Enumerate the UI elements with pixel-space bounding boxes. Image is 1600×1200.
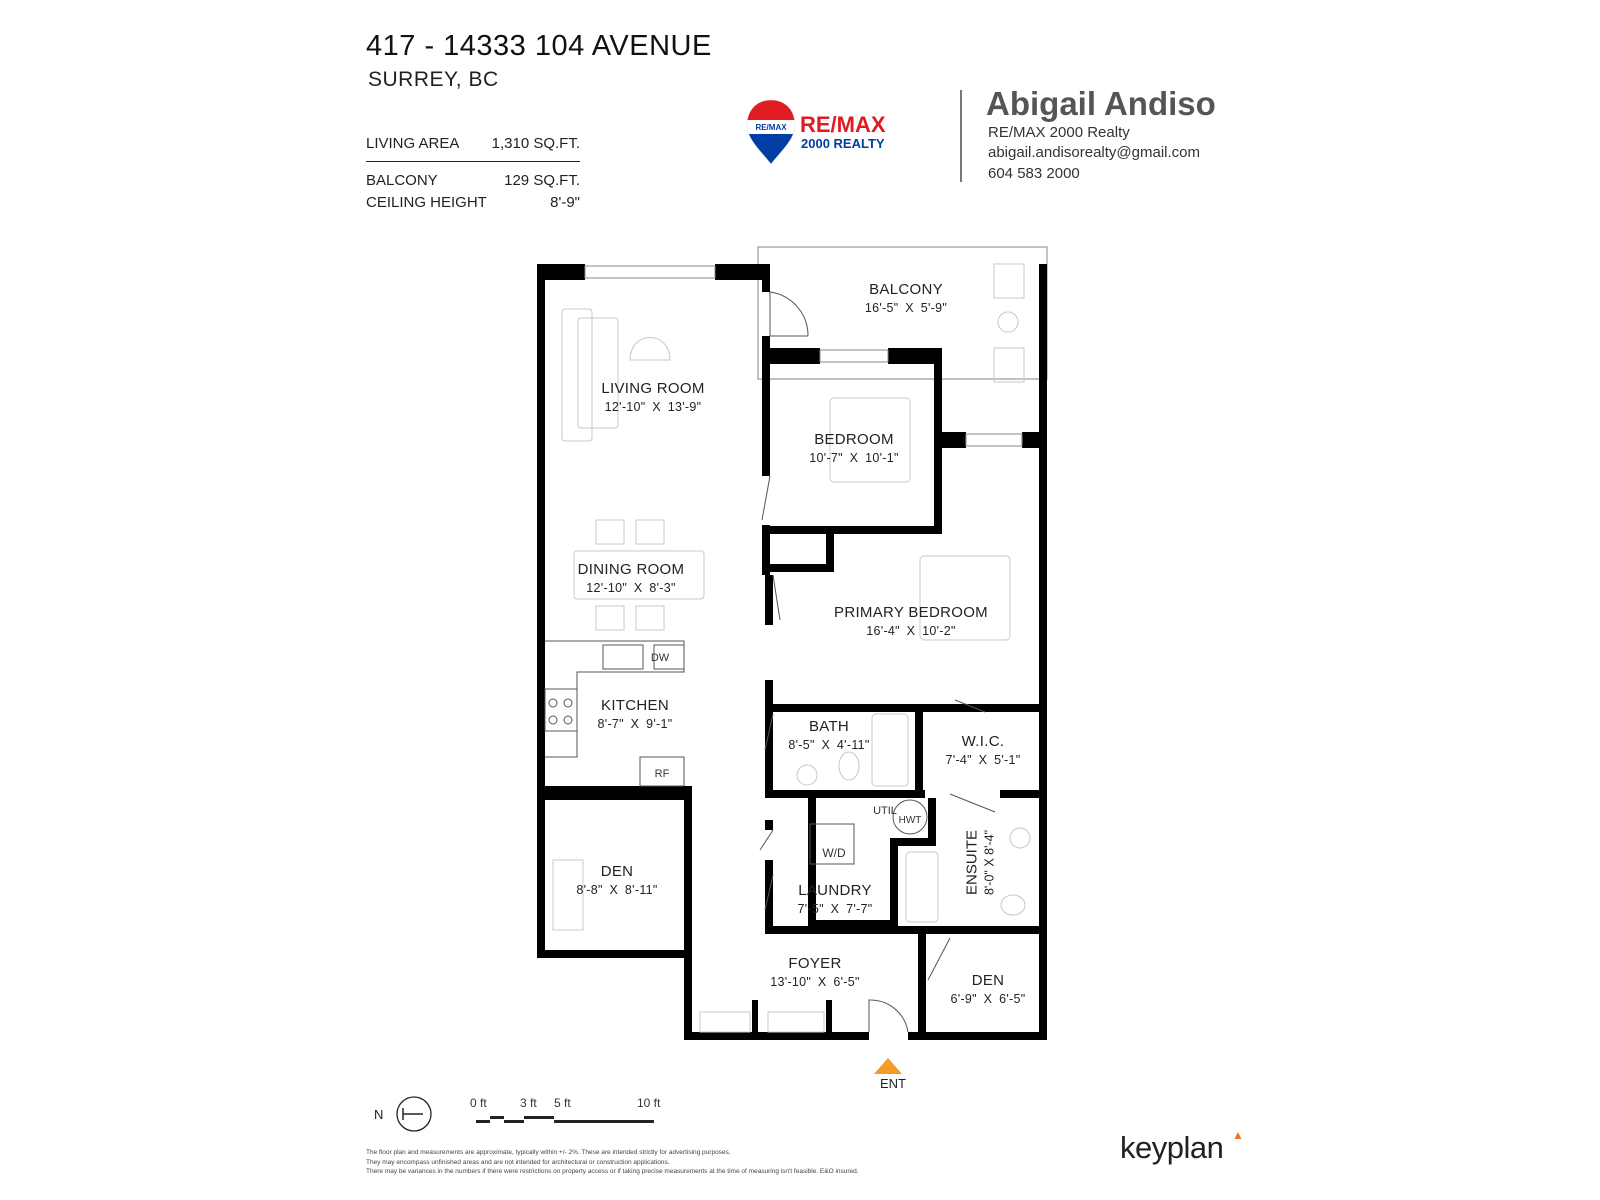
room-name: LIVING ROOM (601, 380, 705, 397)
room-dims: 12'-10" X 8'-3" (586, 581, 676, 595)
room-bath: BATH 8'-5" X 4'-11" (788, 718, 869, 752)
room-dims: 8'-5" X 4'-11" (788, 738, 870, 752)
room-name: DINING ROOM (577, 561, 685, 578)
agent-phone: 604 583 2000 (988, 165, 1080, 182)
dishwasher-label: DW (651, 652, 670, 664)
address-line-1: 417 - 14333 104 AVENUE (366, 30, 712, 62)
agent-brokerage: RE/MAX 2000 Realty (988, 124, 1130, 141)
room-foyer: FOYER 13'-10" X 6'-5" (770, 955, 859, 989)
disclaimer-line: There may be variances in the numbers if… (366, 1168, 859, 1175)
room-name: ENSUITE (963, 830, 981, 896)
furniture (552, 263, 1031, 1033)
room-dims: 8'-8" X 8'-11" (576, 883, 658, 897)
doors (759, 291, 996, 1033)
util-label: UTIL (873, 805, 897, 817)
room-name: PRIMARY BEDROOM (834, 604, 988, 621)
room-balcony: BALCONY 16'-5" X 5'-9" (865, 281, 947, 315)
agent-email: abigail.andisorealty@gmail.com (988, 144, 1200, 161)
room-den: DEN 8'-8" X 8'-11" (576, 863, 657, 897)
logo-text: RE/MAX (800, 112, 886, 137)
address-line-2: SURREY, BC (368, 68, 499, 91)
room-name: W.I.C. (961, 733, 1005, 750)
compass-icon (396, 1096, 432, 1132)
scale-bar (476, 1116, 654, 1123)
room-living: LIVING ROOM 12'-10" X 13'-9" (601, 380, 704, 414)
disclaimer: The floor plan and measurements are appr… (366, 1148, 966, 1177)
windows (584, 265, 1023, 447)
room-dims: 7'-5" X 7'-7" (797, 902, 873, 916)
room-name: DEN (971, 972, 1005, 989)
room-name: FOYER (788, 955, 842, 972)
stat-value: 8'-9" (550, 194, 580, 211)
room-bedroom: BEDROOM 10'-7" X 10'-1" (809, 431, 898, 465)
room-dims: 8'-7" X 9'-1" (597, 717, 673, 731)
room-kitchen: KITCHEN 8'-7" X 9'-1" (598, 697, 673, 731)
room-name: BATH (808, 718, 850, 735)
scale-label: 3 ft (520, 1096, 537, 1110)
stat-value: 1,310 SQ.FT. (491, 135, 580, 152)
stat-label: LIVING AREA (366, 135, 460, 152)
walls (537, 264, 1047, 1040)
balloon-text: RE/MAX (755, 123, 787, 132)
stat-label: BALCONY (366, 172, 438, 189)
room-dims: 6'-9" X 6'-5" (950, 992, 1026, 1006)
room-den-2: DEN 6'-9" X 6'-5" (951, 972, 1026, 1006)
logo-sub: 2000 REALTY (801, 136, 885, 151)
area-stats: LIVING AREA 1,310 SQ.FT. BALCONY 129 SQ.… (366, 133, 580, 214)
stat-ceiling-height: CEILING HEIGHT 8'-9" (366, 192, 580, 214)
room-dims: 13'-10" X 6'-5" (770, 975, 860, 989)
room-ensuite: ENSUITE 8'-0" X 8'-4" (964, 808, 997, 918)
room-primary-bedroom: PRIMARY BEDROOM 16'-4" X 10'-2" (834, 604, 988, 638)
room-laundry: LAUNDRY 7'-5" X 7'-7" (798, 882, 873, 916)
stat-living-area: LIVING AREA 1,310 SQ.FT. (366, 133, 580, 162)
keyplan-mark-icon: ▲ (1232, 1128, 1244, 1142)
room-name: BEDROOM (814, 431, 894, 448)
keyplan-logo: keyplan (1120, 1130, 1224, 1165)
entrance-marker-icon (874, 1058, 902, 1074)
hwt-label: HWT (899, 815, 922, 826)
room-dims: 7'-4" X 5'-1" (945, 753, 1021, 767)
stat-label: CEILING HEIGHT (366, 194, 487, 211)
remax-logo: RE/MAX RE/MAX 2000 REALTY (746, 99, 886, 165)
scale-label: 10 ft (637, 1096, 661, 1110)
room-name: LAUNDRY (798, 882, 872, 899)
header-divider (960, 90, 962, 182)
agent-name: Abigail Andiso (986, 85, 1216, 122)
room-dims: 16'-5" X 5'-9" (864, 301, 948, 315)
room-dims: 10'-7" X 10'-1" (809, 451, 899, 465)
stat-value: 129 SQ.FT. (504, 172, 580, 189)
disclaimer-line: The floor plan and measurements are appr… (366, 1149, 731, 1156)
room-dims: 12'-10" X 13'-9" (604, 400, 702, 414)
scale-label: 0 ft (470, 1096, 487, 1110)
room-wic: W.I.C. 7'-4" X 5'-1" (946, 733, 1021, 767)
entrance-label: ENT (880, 1076, 906, 1091)
room-dims: 8'-0" X 8'-4" (982, 829, 997, 896)
room-name: KITCHEN (601, 697, 669, 714)
washer-dryer-label: W/D (822, 846, 846, 860)
kitchen-counters (544, 640, 928, 865)
room-name: BALCONY (869, 281, 943, 298)
room-name: DEN (600, 863, 634, 880)
stat-balcony: BALCONY 129 SQ.FT. (366, 170, 580, 192)
room-dims: 16'-4" X 10'-2" (866, 624, 956, 638)
fridge-label: RF (655, 768, 670, 780)
compass-north-label: N (374, 1107, 384, 1122)
room-dining: DINING ROOM 12'-10" X 8'-3" (578, 561, 685, 595)
scale-label: 5 ft (554, 1096, 571, 1110)
disclaimer-line: They may encompass unfinished areas and … (366, 1158, 670, 1166)
